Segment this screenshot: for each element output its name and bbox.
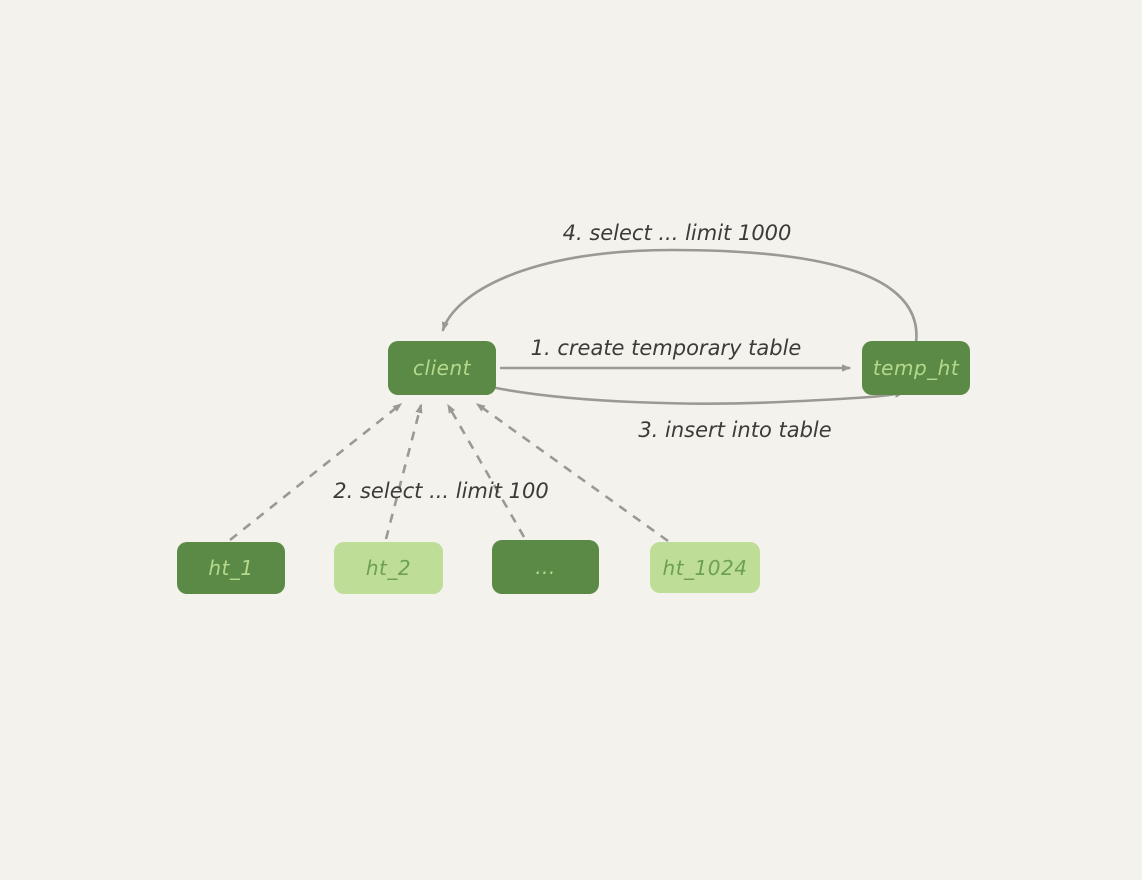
edge-select-ht1024-arrow	[475, 402, 669, 543]
node-ht-1024: ht_1024	[650, 542, 760, 593]
node-client: client	[388, 341, 496, 395]
edge-label-select-limit-1000: 4. select ... limit 1000	[562, 221, 792, 245]
edge-select-limit-1000-arrow	[441, 248, 918, 345]
node-ht-2: ht_2	[334, 542, 443, 594]
edge-select-ht2-arrow	[384, 403, 423, 540]
node-ht-1: ht_1	[177, 542, 285, 594]
node-temp-ht: temp_ht	[862, 341, 970, 395]
edge-insert-into-table-arrow	[494, 386, 905, 405]
edge-label-create-temp-table: 1. create temporary table	[530, 336, 802, 360]
node-ellipsis: ...	[492, 540, 599, 594]
edge-select-dots-arrow	[446, 403, 526, 538]
edge-label-select-limit-100: 2. select ... limit 100	[333, 479, 549, 503]
edge-select-ht1-arrow	[229, 402, 403, 542]
edge-label-insert-into-table: 3. insert into table	[638, 418, 832, 442]
